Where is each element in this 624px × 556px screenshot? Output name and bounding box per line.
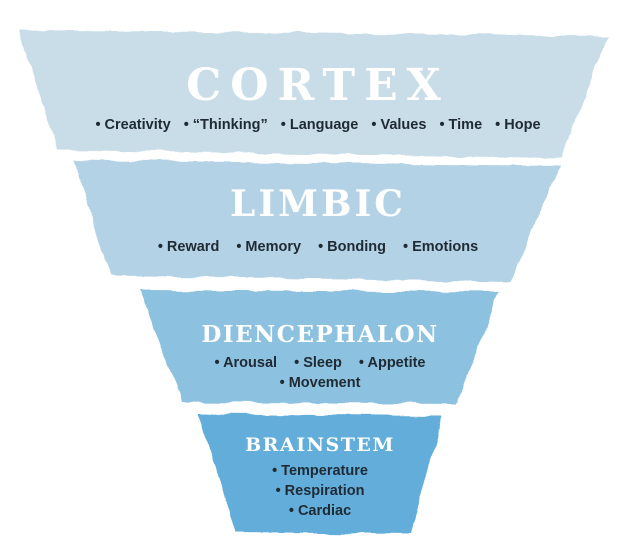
diencephalon-item: • Arousal	[215, 355, 278, 371]
diencephalon-item: • Sleep	[294, 355, 342, 371]
cortex-item: • Values	[371, 117, 426, 133]
limbic-items: • Reward • Memory • Bonding • Emotions	[158, 239, 478, 255]
diencephalon-items-line2: • Movement	[280, 375, 361, 391]
limbic-item: • Bonding	[318, 239, 386, 255]
brainstem-title: BRAINSTEM	[245, 434, 395, 456]
limbic-band-shape	[74, 160, 560, 282]
cortex-band-shape	[18, 30, 608, 158]
diencephalon-item: • Movement	[280, 375, 361, 391]
diencephalon-band: DIENCEPHALON • Arousal • Sleep • Appetit…	[140, 290, 500, 404]
brainstem-band-shape	[198, 414, 442, 534]
diencephalon-title: DIENCEPHALON	[201, 321, 438, 348]
diencephalon-item: • Appetite	[359, 355, 426, 371]
limbic-item: • Reward	[158, 239, 219, 255]
cortex-item: • Creativity	[95, 117, 170, 133]
cortex-title: CORTEX	[186, 60, 450, 111]
cortex-item: • Time	[439, 117, 482, 133]
diencephalon-band-shape	[140, 290, 500, 404]
brainstem-item: • Temperature	[272, 463, 368, 479]
brainstem-item: • Respiration	[276, 483, 365, 499]
cortex-items: • Creativity • “Thinking” • Language • V…	[95, 117, 540, 133]
cortex-band: CORTEX • Creativity • “Thinking” • Langu…	[18, 30, 608, 158]
limbic-item: • Emotions	[403, 239, 478, 255]
diencephalon-items-line1: • Arousal • Sleep • Appetite	[215, 355, 426, 371]
cortex-item: • Language	[281, 117, 359, 133]
cortex-item: • “Thinking”	[184, 117, 268, 133]
limbic-title: LIMBIC	[230, 183, 406, 225]
limbic-band: LIMBIC • Reward • Memory • Bonding • Emo…	[74, 160, 560, 282]
brainstem-item: • Cardiac	[289, 503, 351, 519]
limbic-item: • Memory	[236, 239, 301, 255]
brainstem-band: BRAINSTEM • Temperature • Respiration • …	[198, 414, 442, 534]
cortex-item: • Hope	[495, 117, 540, 133]
